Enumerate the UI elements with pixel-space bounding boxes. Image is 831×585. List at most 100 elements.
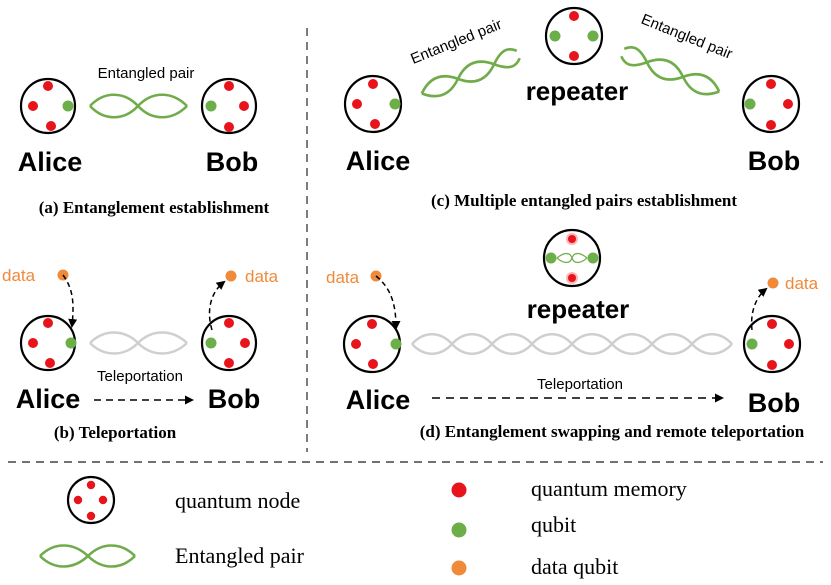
legend-memory-label: quantum memory: [531, 476, 687, 501]
data-label-left: data: [2, 266, 36, 285]
legend-pair-label: Entangled pair: [175, 543, 305, 568]
data-label-right: data: [785, 274, 819, 293]
entangled-pair-label-right: Entangled pair: [639, 11, 735, 63]
entangle-strand: [39, 544, 136, 568]
legend-node-icon: [66, 475, 116, 525]
qubit-dot: [744, 98, 756, 110]
qubit-dot: [587, 30, 599, 42]
entangled-pair-label-left: Entangled pair: [408, 16, 504, 68]
memory-dot: [767, 360, 777, 370]
memory-dot: [568, 274, 576, 282]
alice-label: Alice: [16, 384, 81, 414]
panel-d: repeater data data Teleportation Alice B…: [326, 228, 819, 441]
alice-node: [19, 314, 77, 372]
qubit-dot: [549, 30, 561, 42]
data-in-arrow: [375, 275, 401, 330]
memory-dot: [45, 358, 55, 368]
node-ring: [343, 74, 403, 134]
memory-dot: [367, 319, 377, 329]
caption-a: (a) Entanglement establishment: [39, 198, 270, 217]
qubit-dot: [205, 337, 217, 349]
repeater-label: repeater: [526, 76, 629, 106]
memory-dot: [224, 81, 234, 91]
teleportation-label: Teleportation: [97, 368, 183, 385]
memory-dot: [239, 101, 249, 111]
memory-dot: [766, 79, 776, 89]
faded-pair-link: [89, 331, 188, 355]
entangle-strand: [420, 47, 518, 95]
bob-label: Bob: [748, 146, 800, 176]
data-out-arrow: [208, 280, 226, 331]
memory-dot: [28, 338, 38, 348]
memory-dot: [766, 120, 776, 130]
qubit-dot: [65, 337, 77, 349]
qubit-dot: [545, 252, 557, 264]
bob-node: [741, 74, 801, 134]
legend-qubit-dot: [451, 522, 467, 538]
node-ring: [66, 475, 116, 525]
alice-node: [342, 314, 402, 374]
entangle-strand: [623, 45, 721, 93]
node-ring: [544, 6, 604, 66]
data-out-arrow: [750, 287, 768, 331]
faded-pair-link-long: [411, 333, 733, 355]
alice-node: [343, 74, 403, 134]
memory-dot: [784, 339, 794, 349]
memory-dot: [352, 99, 362, 109]
data-label-left: data: [326, 268, 360, 287]
memory-dot: [43, 318, 53, 328]
panel-b: data data Teleportation Alice Bob (b) Te…: [2, 266, 279, 442]
qubit-dot: [746, 338, 758, 350]
alice-label: Alice: [346, 146, 411, 176]
qubit-dot: [390, 338, 402, 350]
alice-node: [19, 77, 77, 135]
panel-a: Entangled pair Alice Bob (a) Entanglemen…: [18, 65, 270, 217]
bob-node: [200, 314, 258, 372]
node-ring: [200, 314, 258, 372]
memory-dot: [569, 51, 579, 61]
memory-dot: [86, 480, 96, 490]
memory-dot: [224, 318, 234, 328]
memory-dot: [783, 99, 793, 109]
memory-dot: [224, 122, 234, 132]
bob-label: Bob: [208, 384, 260, 414]
memory-dot: [240, 338, 250, 348]
caption-d: (d) Entanglement swapping and remote tel…: [420, 422, 805, 441]
legend-pair-icon: [39, 544, 136, 568]
memory-dot: [370, 119, 380, 129]
repeater-label: repeater: [527, 294, 630, 324]
legend-data-qubit-dot: [451, 560, 467, 576]
memory-dot: [569, 11, 579, 21]
bob-label: Bob: [206, 147, 258, 177]
alice-label: Alice: [346, 385, 411, 415]
memory-dot: [28, 101, 38, 111]
node-ring: [200, 77, 258, 135]
caption-b: (b) Teleportation: [54, 423, 177, 442]
legend-memory-dot: [451, 482, 467, 498]
memory-dot: [73, 495, 83, 505]
legend-data-qubit-label: data qubit: [531, 554, 618, 579]
entangled-pair-link-left: [420, 47, 521, 98]
memory-dot: [368, 359, 378, 369]
panel-c: repeater Entangled pair Entangled pair A…: [343, 6, 801, 210]
memory-dot: [568, 235, 576, 243]
entangle-strand: [620, 55, 720, 96]
data-in-arrow: [62, 274, 78, 328]
qubit-dot: [62, 100, 74, 112]
entangle-strand: [89, 93, 188, 119]
caption-c: (c) Multiple entangled pairs establishme…: [431, 191, 737, 210]
entangle-strand: [421, 57, 521, 98]
entangled-pair-link: [89, 93, 188, 119]
memory-dot: [351, 339, 361, 349]
qubit-dot: [587, 252, 599, 264]
entangled-pair-link-right: [620, 45, 721, 96]
memory-dot: [46, 121, 56, 131]
bob-node: [742, 314, 802, 374]
legend-qubit-label: qubit: [531, 512, 576, 537]
memory-dot: [98, 495, 108, 505]
memory-dot: [368, 79, 378, 89]
node-ring: [19, 77, 77, 135]
qubit-dot: [205, 100, 217, 112]
repeater-node-swapped: [542, 228, 602, 288]
